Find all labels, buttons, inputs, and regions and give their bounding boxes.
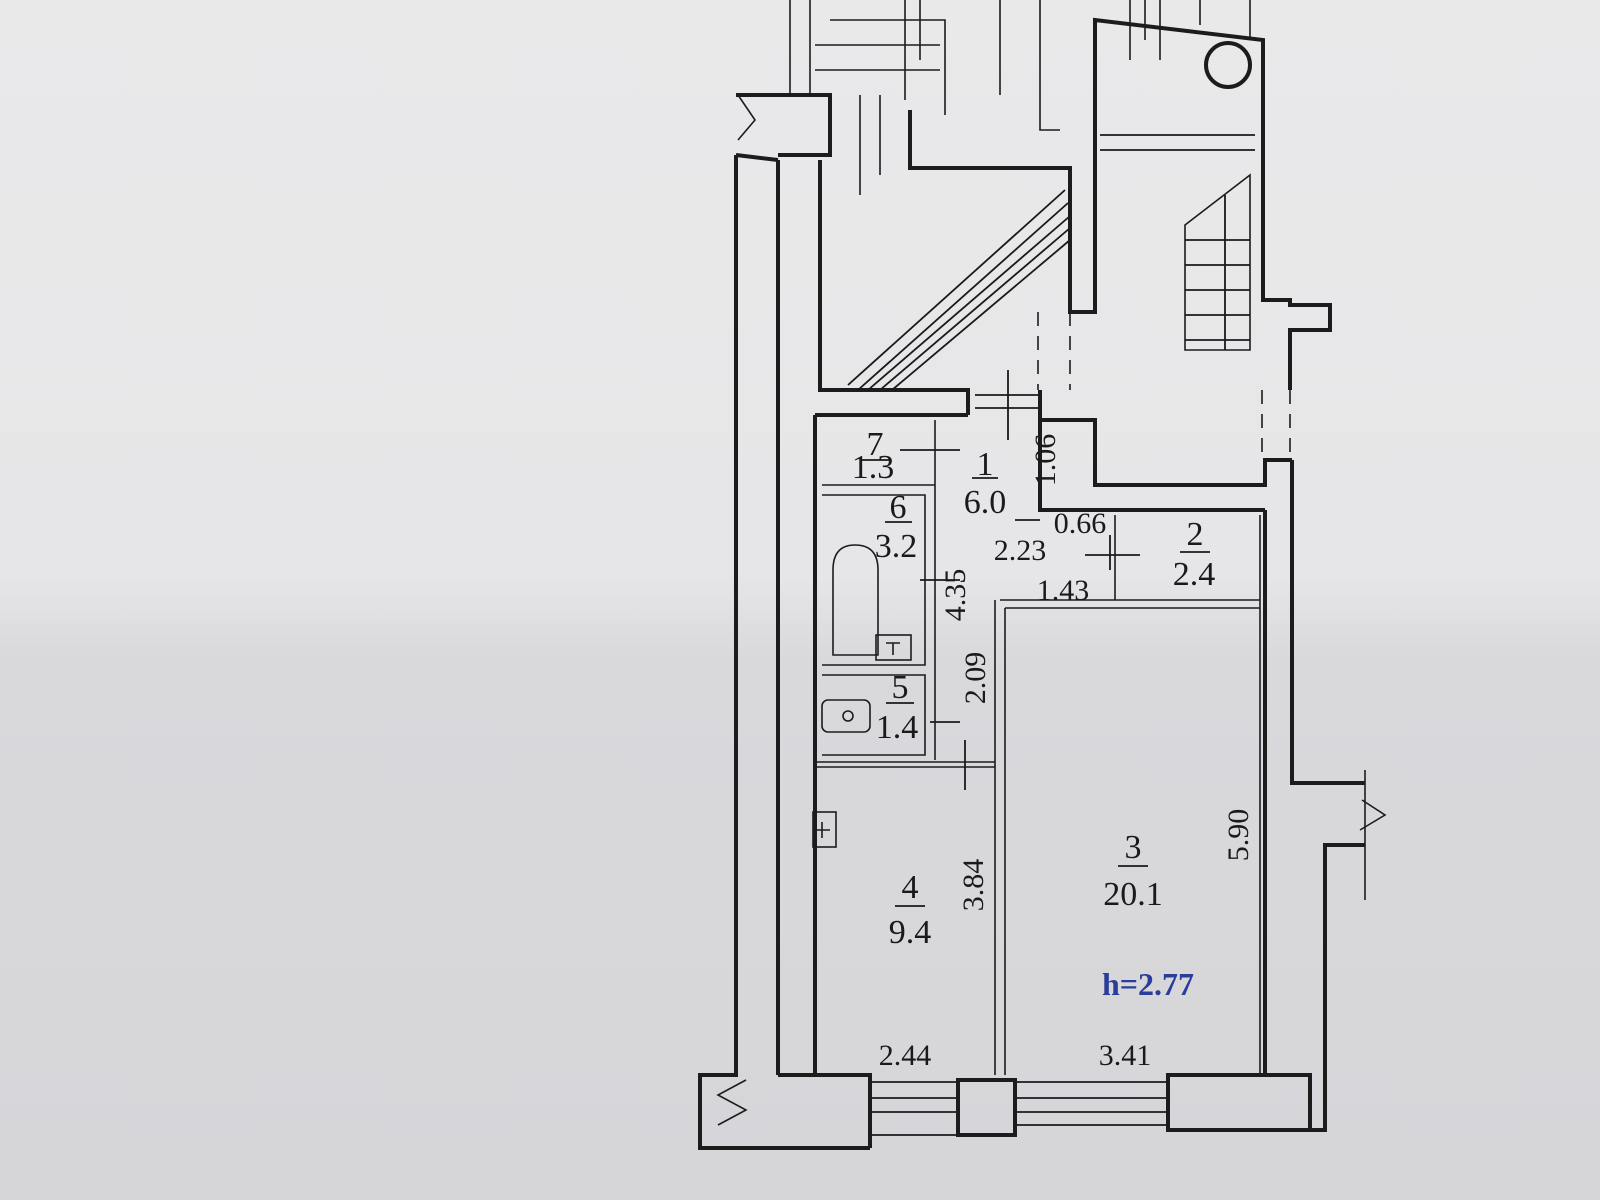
bottom-wall-right: [1166, 1073, 1312, 1132]
fixtures: [812, 544, 912, 848]
wall-break-right: [1359, 799, 1387, 831]
entrance-door: [975, 370, 1040, 440]
right-outer-wall-upper: [1290, 460, 1365, 785]
room-5-label: 5 1.4: [876, 669, 919, 746]
svg-text:4: 4: [902, 869, 919, 906]
toilet-icon: [821, 699, 871, 733]
pier: [956, 1078, 1017, 1137]
bottom-wall-left: [778, 1073, 872, 1148]
room-6-label: 6 3.2: [875, 489, 918, 565]
dim-0-66: 0.66: [1054, 507, 1107, 540]
sink-icon: [875, 634, 912, 661]
wall-break-top: [737, 94, 757, 141]
room-2-top-wall: [1038, 420, 1265, 512]
room-3-label: 3 20.1: [1103, 829, 1163, 913]
chimney-circle: [1204, 41, 1252, 89]
room-7-label: 7 1.3: [852, 426, 895, 486]
svg-text:1.4: 1.4: [876, 709, 919, 746]
stair-walls: [908, 17, 1332, 390]
window-right: [1015, 1081, 1168, 1126]
tick-marks: [900, 449, 1140, 790]
corridor-left-wall: [818, 160, 970, 415]
svg-text:7: 7: [867, 426, 884, 463]
svg-text:6.0: 6.0: [964, 484, 1007, 521]
room-4-label: 4 9.4: [889, 869, 932, 951]
room-2-bottom-wall: [1000, 599, 1260, 609]
dim-2-44: 2.44: [879, 1039, 932, 1072]
upper-stairs: [789, 0, 1251, 195]
dim-1-43: 1.43: [1037, 574, 1090, 607]
svg-text:2.4: 2.4: [1173, 556, 1216, 593]
svg-text:6: 6: [890, 489, 907, 526]
dim-3-84: 3.84: [957, 859, 990, 912]
svg-text:3: 3: [1125, 829, 1142, 866]
bathtub-icon: [832, 544, 879, 656]
wall-break-left: [716, 1079, 748, 1126]
ramp: [847, 189, 1071, 391]
top-left-wall-stub: [736, 93, 832, 157]
dim-1-06: 1.06: [1029, 434, 1062, 487]
svg-text:3.2: 3.2: [875, 528, 918, 565]
left-wall-top: [735, 153, 779, 162]
svg-text:1.3: 1.3: [852, 449, 895, 486]
dim-2-23: 2.23: [994, 534, 1047, 567]
svg-text:20.1: 20.1: [1103, 876, 1163, 913]
dimension-labels: 1.06 0.66 2.23 1.43 4.35 2.09 5.90 3.84 …: [879, 434, 1255, 1072]
corridor-right-wall: [1038, 390, 1292, 487]
dim-2-09: 2.09: [959, 652, 992, 705]
stair-area: [789, 0, 1332, 487]
right-outer-wall-lower: [1310, 843, 1365, 1132]
apartment-walls: [813, 413, 1265, 1075]
dim-5-90: 5.90: [1222, 809, 1255, 862]
right-stairs: [1100, 134, 1255, 351]
dim-3-41: 3.41: [1099, 1039, 1152, 1072]
room-labels: 7 1.3 1 6.0 6 3.2 2 2.4 5 1.4 3 20.1: [852, 426, 1216, 951]
ceiling-height-note: h=2.77: [1102, 966, 1194, 1002]
room-6-box: [822, 494, 926, 666]
outer-walls: [698, 93, 1387, 1150]
dim-4-35: 4.35: [939, 569, 972, 622]
svg-text:1: 1: [977, 446, 994, 483]
room-5-box: [822, 674, 926, 756]
kitchen-sink-icon: [812, 811, 837, 848]
partition-5-4: [815, 761, 995, 768]
svg-text:2: 2: [1187, 516, 1204, 553]
partition-4-3: [994, 600, 1006, 1075]
svg-text:9.4: 9.4: [889, 914, 932, 951]
left-outer-wall: [698, 155, 870, 1150]
room-1-label: 1 6.0: [964, 446, 1007, 521]
window-left: [870, 1081, 958, 1136]
room-2-label: 2 2.4: [1173, 516, 1216, 593]
svg-text:5: 5: [892, 669, 909, 706]
